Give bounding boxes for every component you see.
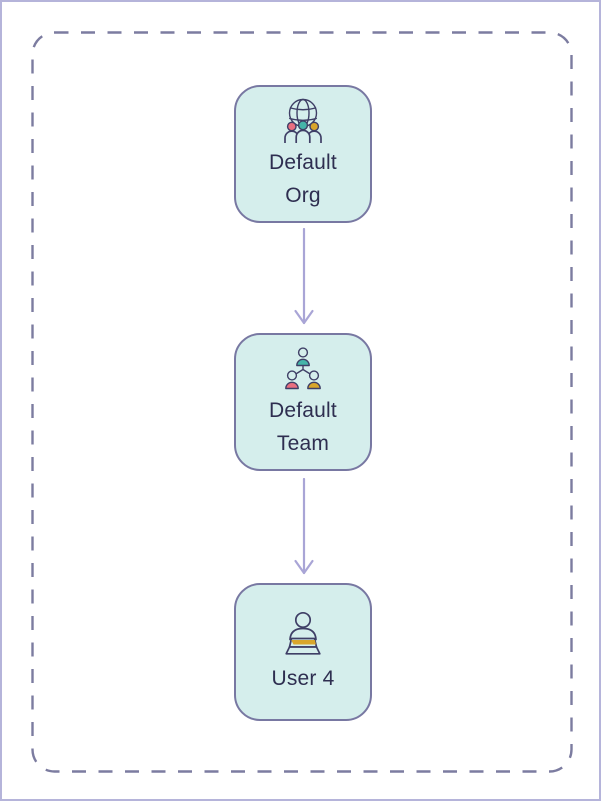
- person-laptop-icon: [285, 611, 321, 655]
- node-label: User 4: [271, 667, 335, 690]
- node-label: Default Org: [269, 150, 337, 207]
- node-label: Default Team: [269, 398, 337, 455]
- node-default-org[interactable]: Default Org: [234, 85, 372, 223]
- diagram-boundary: [31, 31, 573, 773]
- node-default-team[interactable]: Default Team: [234, 333, 372, 471]
- organization-globe-people-icon: [284, 98, 322, 143]
- team-hierarchy-icon: [285, 346, 321, 389]
- edge-arrow-team-to-user: [294, 478, 314, 575]
- edge-arrow-org-to-team: [294, 228, 314, 325]
- node-user-4[interactable]: User 4: [234, 583, 372, 721]
